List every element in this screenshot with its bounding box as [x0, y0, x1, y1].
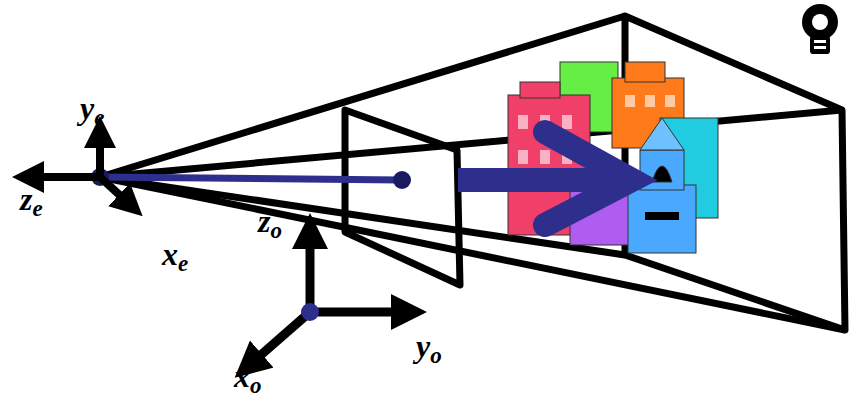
view-direction-arrow: [91, 132, 632, 225]
axis-label: xo: [234, 360, 262, 392]
axis-label: ye: [80, 92, 104, 124]
buildings: [508, 62, 718, 253]
axis-label: xe: [162, 238, 188, 270]
axis-label: zo: [258, 205, 282, 237]
axis-label: ze: [20, 183, 43, 215]
view-frustum: [100, 16, 845, 330]
eye-axes: [36, 140, 125, 200]
object-axes: [255, 240, 400, 360]
light-bulb: [802, 4, 838, 54]
axis-label: yo: [416, 330, 442, 362]
object-origin: [301, 303, 319, 321]
